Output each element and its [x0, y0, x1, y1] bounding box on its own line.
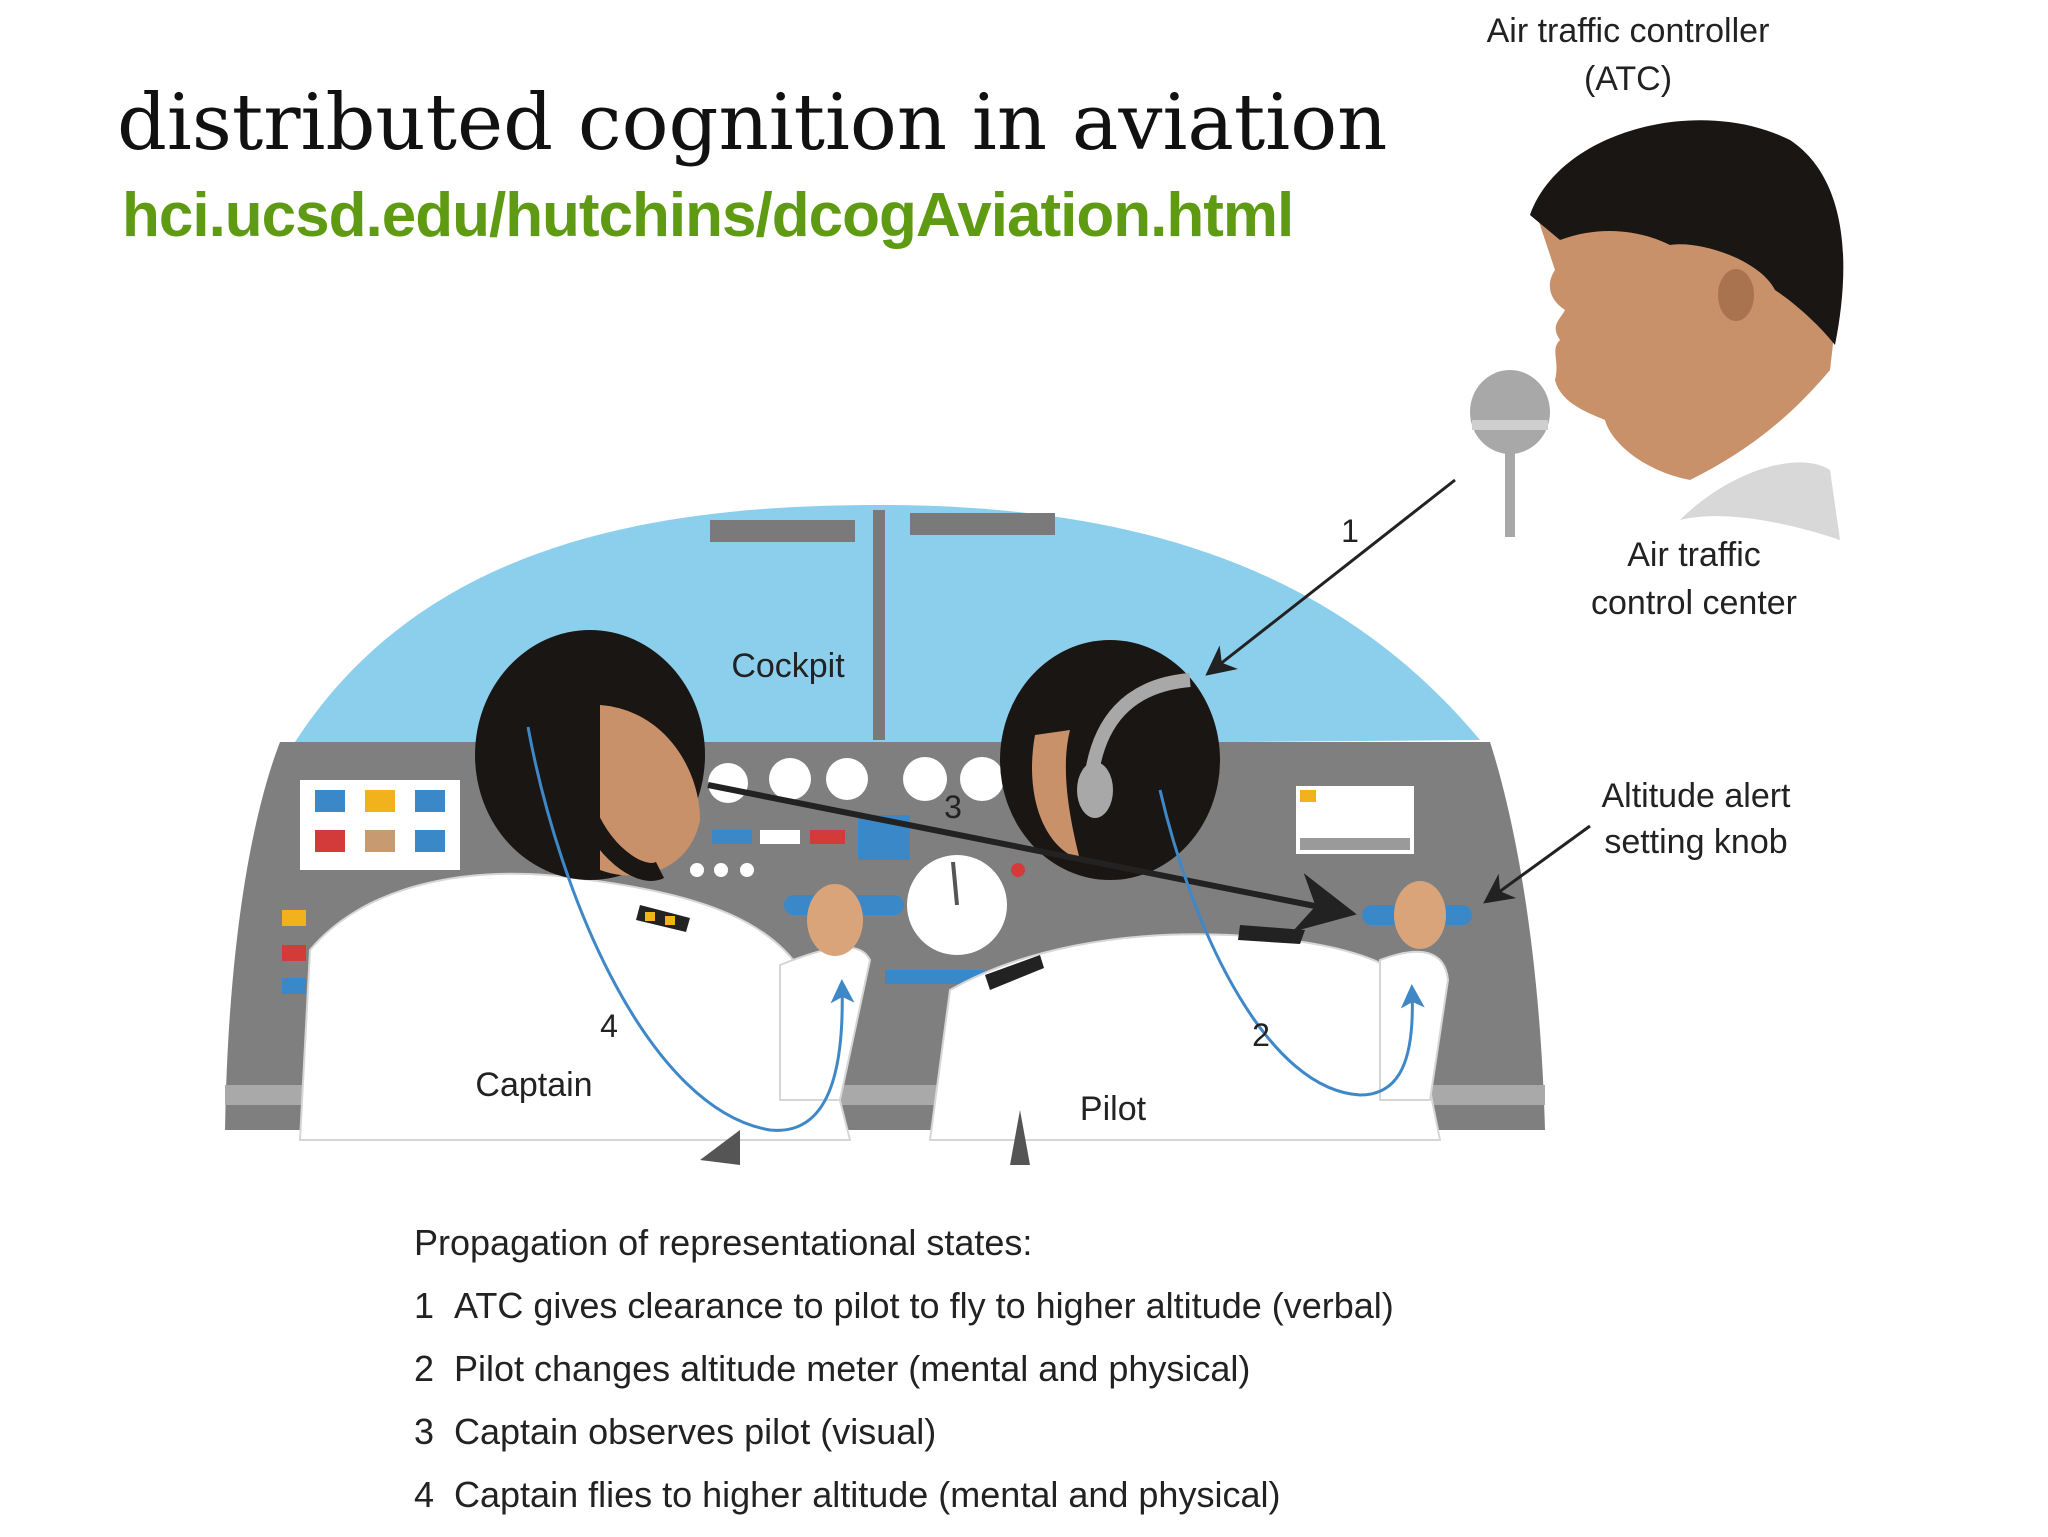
gauge [769, 758, 811, 800]
legend-item: 4 Captain flies to higher altitude (menta… [414, 1474, 1394, 1537]
label-knob-line2: setting knob [1604, 823, 1787, 861]
label-atc-line2: (ATC) [1584, 60, 1672, 98]
label-center-line1: Air traffic [1627, 536, 1761, 574]
seat-captain [700, 1130, 740, 1165]
window-frame-top-right [910, 513, 1055, 535]
label-center-line2: control center [1591, 584, 1797, 622]
arrow-knob-pointer [1483, 824, 1591, 904]
pilot-face [1032, 730, 1080, 860]
gauge [708, 763, 748, 803]
legend-item-text: ATC gives clearance to pilot to fly to h… [454, 1285, 1394, 1326]
legend-heading: Propagation of representational states: [414, 1222, 1033, 1263]
label-cockpit: Cockpit [731, 647, 845, 685]
microphone-icon [1470, 370, 1550, 537]
pilot-hand [1394, 881, 1446, 949]
arrow-2-pilot-changes [1158, 789, 1425, 1097]
headset-earpiece [1077, 762, 1113, 818]
legend-item-text: Captain flies to higher altitude (mental… [454, 1474, 1281, 1515]
gauge [826, 758, 868, 800]
arrow-3-captain-observes [707, 782, 1357, 933]
pilot-arm [1379, 950, 1450, 1101]
label-captain: Captain [475, 1066, 592, 1104]
seat-pilot [1010, 1110, 1030, 1165]
captain-hand [807, 884, 863, 956]
label-atc-line1: Air traffic controller [1487, 12, 1770, 50]
window-frame-top-left [710, 520, 855, 542]
slide-title: distributed cognition in aviation [117, 78, 1388, 168]
legend-item: 2 Pilot changes altitude meter (mental an… [414, 1348, 1394, 1411]
pilot-body [928, 933, 1442, 1141]
legend-item-text: Pilot changes altitude meter (mental and… [454, 1348, 1251, 1389]
gauge [960, 757, 1004, 801]
legend-item-text: Captain observes pilot (visual) [454, 1411, 937, 1452]
pilot-epaulet [1238, 925, 1305, 944]
label-pilot: Pilot [1080, 1090, 1147, 1128]
legend-item: 3 Captain observes pilot (visual) [414, 1411, 1394, 1474]
legend-item-number: 2 [414, 1348, 435, 1389]
window-frame-divider [873, 510, 885, 740]
atc-shoulder [1680, 462, 1840, 540]
atc-hair [1530, 120, 1844, 345]
arrow-4-captain-flies [526, 726, 855, 1132]
step-marker-3: 3 [944, 789, 962, 825]
label-knob-line1: Altitude alert [1602, 777, 1792, 815]
captain-face [600, 705, 700, 876]
arrow-1-atc-to-pilot [1205, 478, 1456, 676]
legend-item-number: 4 [414, 1474, 435, 1515]
legend-item: 1 ATC gives clearance to pilot to fly to … [414, 1285, 1394, 1348]
legend-item-number: 1 [414, 1285, 435, 1326]
captain-body [298, 872, 852, 1141]
gauge [903, 757, 947, 801]
step-marker-4: 4 [600, 1008, 618, 1044]
step-marker-1: 1 [1341, 513, 1359, 549]
source-url: hci.ucsd.edu/hutchins/dcogAviation.html [122, 181, 1294, 250]
atc-ear [1718, 269, 1754, 321]
legend: Propagation of representational states: … [414, 1222, 1394, 1537]
step-marker-2: 2 [1252, 1017, 1270, 1053]
captain-epaulet [636, 905, 690, 932]
legend-item-number: 3 [414, 1411, 435, 1452]
